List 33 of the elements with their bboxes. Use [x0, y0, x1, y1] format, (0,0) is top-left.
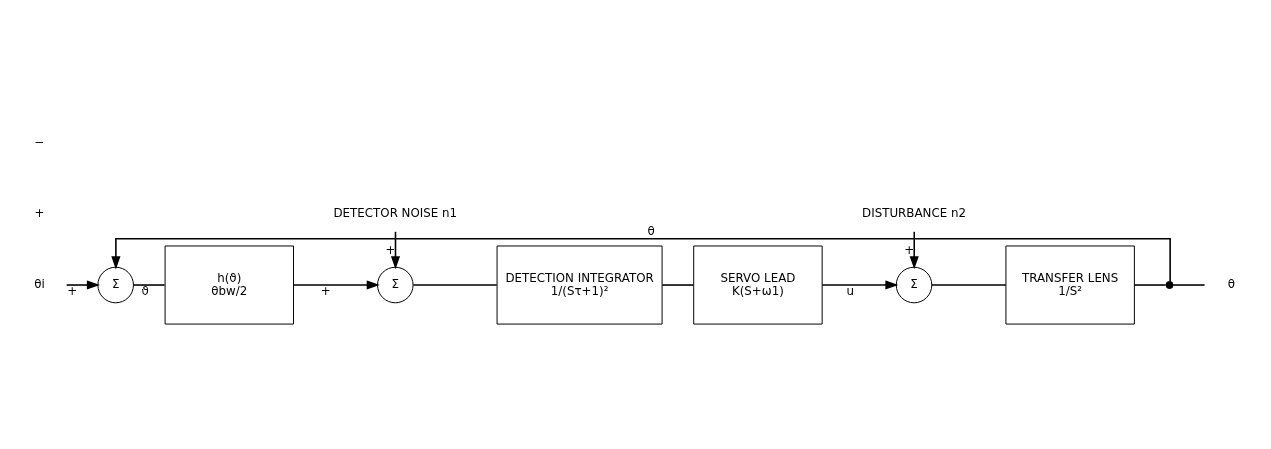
- edge-label: +: [385, 242, 396, 257]
- connector: [412, 284, 498, 286]
- node-box: SERVO LEAD K(S+ω1): [693, 245, 823, 325]
- edge-label: u: [846, 283, 855, 298]
- node-circle: Σ: [895, 266, 933, 304]
- node-circle: [1165, 280, 1174, 290]
- arrow: [293, 280, 380, 290]
- label: +: [34, 205, 45, 220]
- label: −: [34, 134, 45, 149]
- connector: [132, 284, 166, 286]
- node-box: h(ϑ) θbw/2: [164, 245, 295, 325]
- edge-label: θ: [647, 224, 655, 239]
- node-box: DETECTION INTEGRATOR 1/(Sτ+1)²: [496, 245, 663, 325]
- arrow: [65, 280, 100, 290]
- node-text: θ: [1227, 277, 1236, 292]
- arrow: [390, 231, 401, 270]
- node-text: θi: [34, 277, 45, 292]
- connector: [931, 284, 1007, 286]
- connector: [1133, 284, 1167, 286]
- node-circle: Σ: [377, 266, 414, 304]
- edge-label: +: [67, 283, 78, 298]
- arrow: [821, 280, 899, 290]
- edge-label: +: [904, 242, 915, 257]
- arrow: [909, 231, 919, 270]
- arrow: [111, 238, 1171, 283]
- edge-label: ϑ: [141, 283, 149, 298]
- connector: [661, 284, 695, 286]
- connector: [1172, 284, 1206, 286]
- node-box: TRANSFER LENS 1/S²: [1005, 245, 1135, 325]
- node-text: DETECTOR NOISE n1: [333, 205, 458, 220]
- node-text: DISTURBANCE n2: [862, 205, 966, 220]
- node-circle: Σ: [97, 266, 134, 304]
- edge-label: +: [320, 283, 331, 298]
